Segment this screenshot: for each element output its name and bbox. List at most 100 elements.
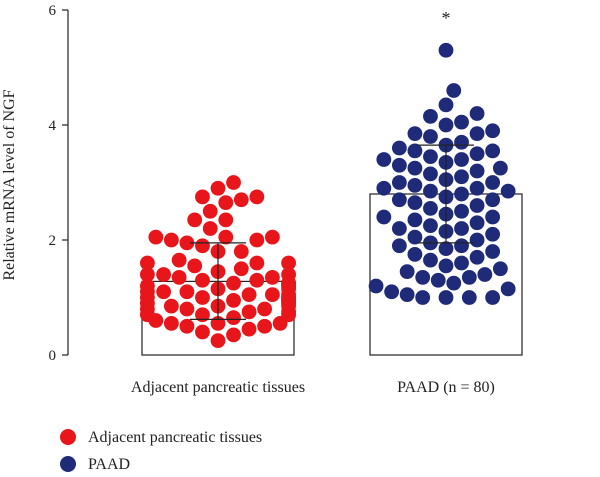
data-point — [179, 284, 195, 300]
data-point — [446, 83, 462, 98]
data-point — [156, 284, 172, 300]
data-point — [391, 221, 407, 236]
data-point — [469, 215, 485, 231]
data-point — [485, 175, 501, 190]
data-point — [187, 212, 203, 228]
data-point — [376, 152, 392, 167]
data-point — [187, 258, 203, 274]
data-point — [195, 290, 210, 305]
data-point — [195, 189, 210, 205]
data-point — [281, 267, 296, 282]
data-point — [430, 272, 446, 288]
data-point — [202, 203, 218, 219]
data-point — [179, 318, 195, 334]
data-point — [485, 143, 501, 159]
data-point — [195, 307, 210, 323]
data-point — [423, 129, 438, 144]
data-point — [454, 238, 469, 254]
data-point — [469, 163, 485, 179]
data-point — [202, 221, 218, 236]
data-point — [264, 229, 280, 245]
data-point — [454, 186, 469, 202]
data-point — [210, 333, 226, 349]
data-point — [407, 212, 423, 228]
data-point — [257, 301, 273, 317]
data-point — [454, 221, 469, 236]
data-point — [454, 203, 469, 219]
data-point — [423, 200, 438, 216]
data-point — [226, 310, 241, 326]
data-point — [423, 252, 438, 268]
data-point — [171, 269, 187, 285]
data-point — [226, 275, 241, 291]
data-point — [407, 195, 423, 211]
significance-annotations: * — [442, 8, 451, 28]
x-category-label: PAAD (n = 80) — [397, 379, 495, 396]
plot-area — [140, 42, 523, 356]
x-category-labels: Adjacent pancreatic tissues PAAD (n = 80) — [131, 379, 495, 396]
data-point — [249, 232, 265, 248]
data-point — [391, 157, 407, 173]
data-point — [241, 304, 257, 320]
data-point — [163, 298, 179, 314]
data-point — [469, 232, 485, 248]
data-point — [454, 255, 469, 271]
x-category-label: Adjacent pancreatic tissues — [131, 379, 305, 396]
data-point — [218, 195, 234, 211]
data-point — [407, 229, 423, 245]
data-point — [423, 183, 438, 199]
data-point — [454, 114, 469, 130]
data-point — [140, 278, 155, 294]
data-point — [423, 166, 438, 182]
data-point — [438, 42, 454, 58]
legend-entry: Adjacent pancreatic tissues — [88, 429, 262, 446]
data-point — [485, 209, 501, 225]
data-point — [469, 198, 485, 213]
data-point — [469, 126, 485, 142]
data-point — [485, 244, 501, 259]
data-point — [171, 252, 187, 268]
data-point — [438, 97, 454, 113]
data-point — [233, 261, 249, 277]
data-point — [399, 264, 415, 280]
data-point — [140, 255, 155, 271]
data-point — [407, 160, 423, 176]
data-point — [500, 183, 516, 199]
legend-swatch — [60, 429, 76, 445]
data-point — [391, 192, 407, 208]
data-point — [233, 244, 249, 259]
legend-swatch — [60, 456, 76, 472]
data-point — [407, 126, 423, 142]
y-tick-label: 6 — [49, 3, 57, 19]
data-point — [218, 229, 234, 245]
data-point — [226, 327, 241, 343]
data-point — [384, 284, 400, 300]
data-point — [264, 287, 280, 303]
data-point — [281, 255, 296, 271]
data-point — [461, 269, 477, 285]
data-point — [469, 249, 485, 265]
data-point — [210, 180, 226, 196]
data-point — [438, 241, 454, 257]
data-point — [485, 290, 501, 305]
data-point — [156, 267, 172, 282]
significance-marker: * — [442, 8, 451, 28]
data-point — [226, 292, 241, 308]
y-tick-label: 2 — [49, 233, 57, 249]
data-point — [218, 212, 234, 228]
data-point — [438, 290, 454, 305]
data-point — [195, 324, 210, 340]
data-point — [407, 177, 423, 193]
data-point — [163, 315, 179, 331]
data-point — [446, 275, 462, 291]
data-point — [415, 290, 431, 305]
legend-entry: PAAD — [88, 456, 130, 473]
data-point — [407, 246, 423, 262]
data-point — [438, 258, 454, 274]
data-point — [454, 134, 469, 150]
data-point — [264, 269, 280, 285]
